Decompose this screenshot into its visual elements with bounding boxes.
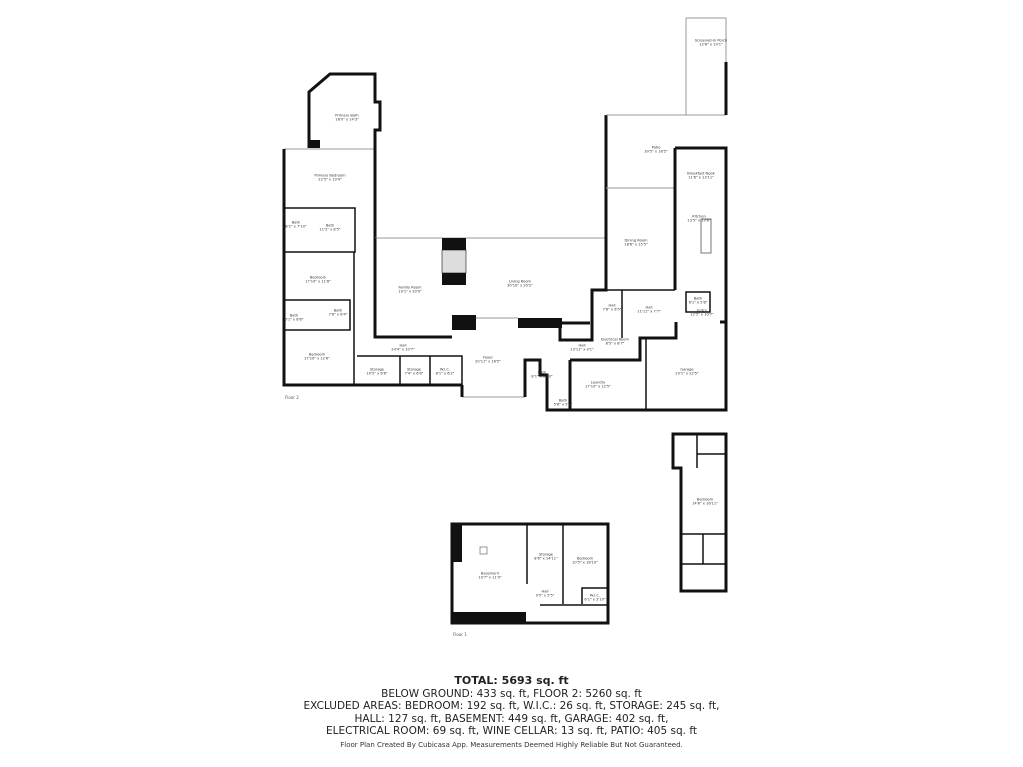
room-label-wic: W.I.C.8'1" x 6'2" (435, 367, 455, 376)
summary-line: EXCLUDED AREAS: BEDROOM: 192 sq. ft, W.I… (303, 700, 720, 712)
summary-line: ELECTRICAL ROOM: 69 sq. ft, WINE CELLAR:… (326, 725, 697, 737)
credit-note: Floor Plan Created By Cubicasa App. Meas… (340, 741, 683, 749)
upper-unit-walls (671, 432, 728, 593)
floor-label-basement: Floor 1 (453, 632, 467, 637)
main-floor-walls (282, 17, 728, 412)
area-summary: TOTAL: 5693 sq. ft BELOW GROUND: 433 sq.… (0, 674, 1023, 738)
basement-walls (450, 522, 610, 625)
total-area: TOTAL: 5693 sq. ft (454, 674, 569, 687)
summary-line: BELOW GROUND: 433 sq. ft, FLOOR 2: 5260 … (381, 687, 642, 700)
floor-label-main: Floor 2 (285, 395, 299, 400)
summary-line: HALL: 127 sq. ft, BASEMENT: 449 sq. ft, … (354, 712, 669, 725)
room-label-wic: W.I.C.6'1" x 3'10" (584, 593, 606, 602)
